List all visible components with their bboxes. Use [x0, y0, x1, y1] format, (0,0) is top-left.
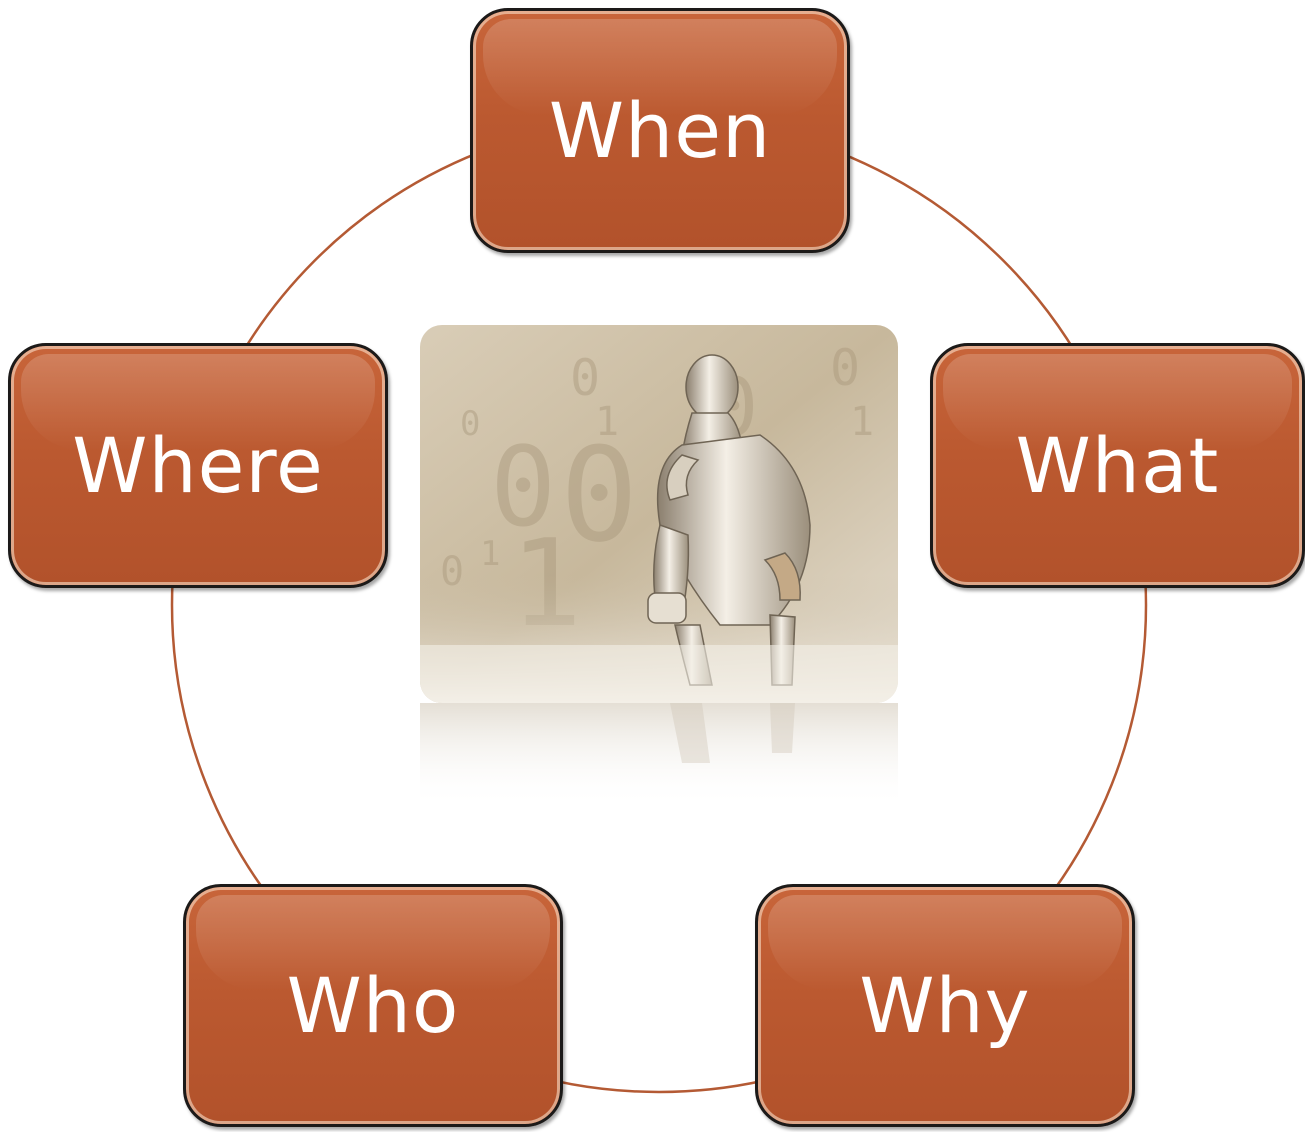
- node-why-label: Why: [859, 960, 1031, 1050]
- node-who-label: Who: [286, 960, 460, 1050]
- svg-text:0: 0: [490, 423, 556, 551]
- node-who[interactable]: Who: [183, 884, 563, 1127]
- node-what[interactable]: What: [930, 343, 1305, 588]
- svg-text:0: 0: [460, 404, 480, 444]
- node-when-label: When: [548, 85, 772, 175]
- svg-text:0: 0: [560, 419, 638, 571]
- node-where[interactable]: Where: [8, 343, 388, 588]
- svg-text:1: 1: [850, 399, 874, 445]
- svg-text:0: 0: [830, 339, 860, 397]
- node-what-label: What: [1015, 420, 1220, 510]
- thinking-robot-image: 0 0 1 0 1 0 0 1 0 0 1: [420, 325, 898, 703]
- node-where-label: Where: [72, 420, 324, 510]
- node-when[interactable]: When: [470, 8, 850, 253]
- image-reflection: [420, 703, 898, 808]
- node-why[interactable]: Why: [755, 884, 1135, 1127]
- svg-text:1: 1: [595, 399, 619, 445]
- svg-text:1: 1: [480, 534, 500, 574]
- svg-text:0: 0: [570, 349, 600, 407]
